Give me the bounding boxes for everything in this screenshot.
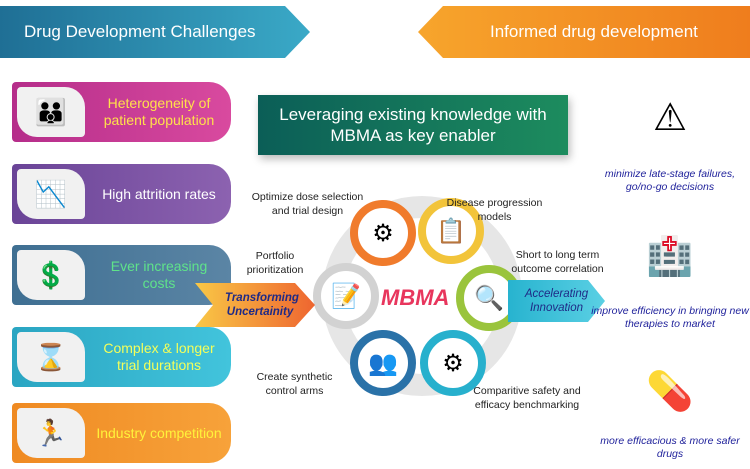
challenge-card: 👪 Heterogeneity of patient population (12, 82, 231, 142)
page-title: Leveraging existing knowledge with MBMA … (258, 95, 568, 155)
doctor-pills-icon: 💊 (646, 371, 694, 413)
gear-checks-icon: ⚙ (420, 330, 486, 396)
banner-title: Informed drug development (490, 22, 698, 41)
accelerating-arrow: Accelerating Innovation (508, 280, 605, 322)
challenge-card: 🏃 Industry competition (12, 403, 231, 463)
challenge-card: ⌛ Complex & longer trial durations (12, 327, 231, 387)
challenge-label: Complex & longer trial durations (103, 340, 215, 373)
challenge-card: 📉 High attrition rates (12, 164, 231, 224)
banner-title: Drug Development Challenges (24, 22, 256, 41)
pharmacy-icon: 🏥 (646, 236, 694, 278)
people-row-icon: 👥 (350, 330, 416, 396)
arrow-label: Accelerating Innovation (524, 288, 589, 314)
use-label: Disease progression models (446, 197, 543, 223)
outcome-label: more efficacious & more safer drugs (600, 435, 740, 460)
challenge-card: 💲 Ever increasing costs (12, 245, 231, 305)
warning-flowchart-icon: ⚠ (652, 97, 688, 139)
use-label: Short to long term outcome correlation (511, 249, 604, 275)
outcome-label: improve efficiency in bringing new thera… (591, 305, 749, 330)
clipboard-virus-icon: 📋 (418, 198, 484, 264)
people-icon: 👪 (17, 87, 85, 137)
challenge-label: Ever increasing costs (110, 258, 208, 291)
arrow-label: Transforming Uncertainity (225, 292, 299, 318)
falling-chart-icon: 📉 (17, 169, 85, 219)
hourglass-icon: ⌛ (17, 332, 85, 382)
challenge-label: High attrition rates (102, 185, 216, 202)
dose-selection-icon: ⚙ (350, 200, 416, 266)
running-people-icon: 🏃 (17, 408, 85, 458)
use-label: Optimize dose selection and trial design (251, 191, 364, 217)
challenge-label: Heterogeneity of patient population (103, 95, 215, 128)
transforming-arrow: Transforming Uncertainity (195, 283, 315, 327)
use-label: Portfolio prioritization (246, 250, 304, 276)
use-label: Comparitive safety and efficacy benchmar… (473, 385, 581, 411)
challenge-label: Industry competition (96, 424, 222, 441)
mbma-center: MBMA (381, 285, 450, 310)
outcome-label: minimize late-stage failures, go/no-go d… (604, 168, 736, 193)
informed-banner: Informed drug development (418, 6, 750, 58)
use-label: Create synthetic control arms (256, 371, 333, 397)
rising-costs-icon: 💲 (17, 250, 85, 300)
checklist-icon: 📝 (313, 263, 379, 329)
challenges-banner: Drug Development Challenges (0, 6, 310, 58)
